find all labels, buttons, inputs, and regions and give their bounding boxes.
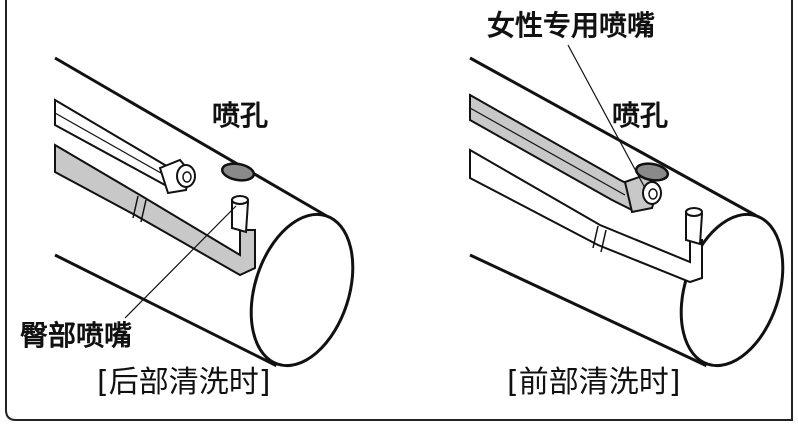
left-caption: [后部清洗时] (97, 365, 271, 400)
right-lower-arm (469, 148, 703, 284)
left-illustration (54, 56, 355, 368)
rear-nozzle-leader (124, 205, 237, 319)
right-spray-hole-label: 喷孔 (612, 99, 669, 132)
female-nozzle-leader (567, 44, 646, 189)
right-spray-hole (634, 162, 670, 182)
left-tube-end (249, 212, 355, 368)
right-caption: [前部清洗时] (507, 365, 681, 400)
outer-frame (5, 0, 793, 421)
rear-nozzle-arm (54, 143, 256, 277)
right-illustration (469, 44, 785, 368)
left-spray-hole-label: 喷孔 (212, 99, 269, 132)
rear-nozzle-label: 臀部喷嘴 (20, 319, 133, 352)
left-spray-hole (220, 162, 256, 182)
female-nozzle-label: 女性专用喷嘴 (487, 9, 656, 42)
